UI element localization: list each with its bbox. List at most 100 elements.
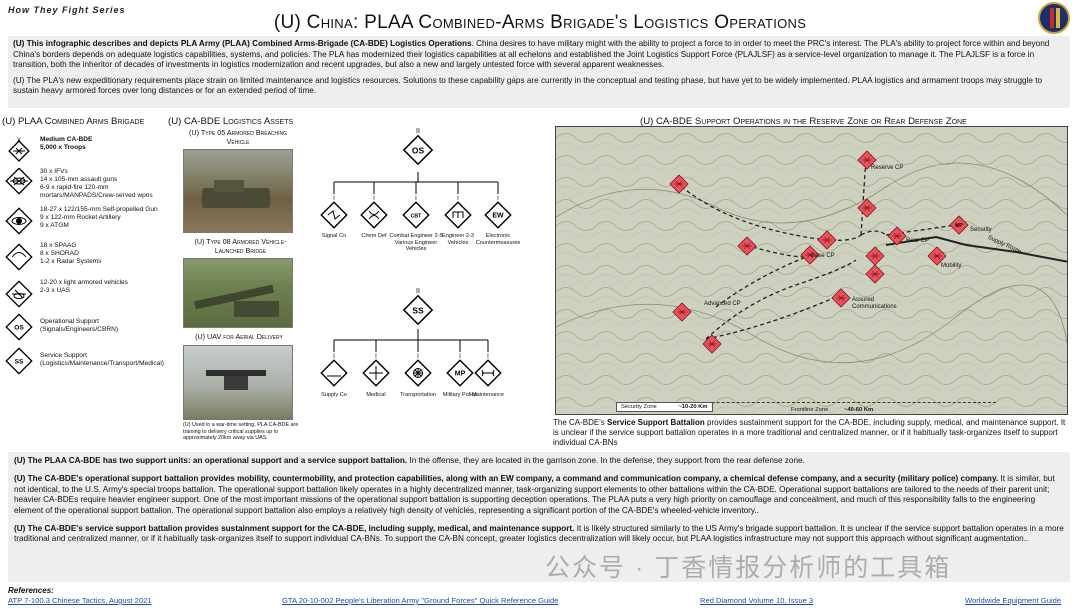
ss-diamond-icon: II SS	[402, 288, 434, 326]
reference-link[interactable]: ATP 7-100.3 Chinese Tactics, August 2021	[8, 596, 152, 605]
map-unit-marker-icon	[702, 334, 722, 354]
security-zone-legend: Security Zone ~10-20 Km	[616, 402, 713, 412]
map-label: Advanced CP	[704, 301, 741, 307]
map-label: Mobility	[941, 263, 962, 269]
unit-line: Service Support	[40, 352, 87, 359]
map-unit-marker-icon	[800, 245, 820, 265]
intro-p2: (U) The PLA's new expeditionary requirem…	[13, 75, 1043, 96]
svg-text:I: I	[375, 354, 377, 360]
unit-line: mortars/MANPADS/Crew-served wpns	[40, 192, 153, 199]
svg-text:MP: MP	[955, 223, 963, 229]
references-label: References:	[8, 586, 54, 595]
page-title: (U) China: PLAA Combined-Arms Brigade's …	[273, 12, 807, 33]
org-chart-lines	[333, 172, 499, 352]
reference-link[interactable]: Red Diamond Volume 10, Issue 3	[700, 596, 814, 605]
artillery-icon	[5, 207, 33, 235]
intro-panel: (U) This infographic describes and depic…	[8, 36, 1070, 108]
unit-line: (Logistics/Maintenance/Transport/Medical…	[40, 360, 164, 367]
frontline-zone-legend: Frontline Zone ~40-60 Km	[791, 407, 874, 413]
map-unit-marker-icon	[672, 302, 692, 322]
intro-p1-bold: (U) This infographic describes and depic…	[13, 39, 472, 48]
org-node-label: Supply Co	[321, 392, 347, 398]
unit-line: 30 x IFVs	[40, 168, 68, 175]
org-node-label: Chem Def	[361, 233, 387, 239]
summary-panel: (U) The PLAA CA-BDE has two support unit…	[8, 452, 1070, 582]
chem-def-icon: I	[360, 196, 388, 229]
map-caption: The CA-BDE's Service Support Battalion p…	[553, 418, 1066, 447]
maintenance-icon: I	[474, 354, 502, 387]
unit-line: 18-27 x 122/155-mm Self-propelled Gun	[40, 206, 158, 213]
unit-line: 2-3 x UAS	[40, 287, 71, 294]
reference-link[interactable]: GTA 20-10-002 People's Liberation Army "…	[282, 596, 559, 605]
unit-emblem-icon	[1038, 2, 1070, 34]
map-label: Security	[970, 227, 992, 233]
svg-text:I: I	[497, 196, 499, 202]
svg-text:SS: SS	[412, 306, 424, 316]
map-label: Base CP	[811, 253, 835, 259]
os-icon: OS	[5, 313, 33, 341]
ew-icon: I EW	[484, 196, 512, 229]
map-unit-marker-icon	[927, 246, 947, 266]
unit-line: 18 x SPAAG	[40, 242, 77, 249]
summary-p3-text: It is likely structured similarly to the…	[14, 524, 1064, 544]
map-unit-marker-icon	[887, 226, 907, 246]
os-diamond-icon: II OS	[402, 128, 434, 166]
unit-line: 9 x 122-mm Rocket Artillery	[40, 214, 121, 221]
svg-text:EW: EW	[492, 213, 504, 220]
unit-line: 5,000 x Troops	[40, 144, 86, 151]
signal-icon: I	[320, 196, 348, 229]
reference-link[interactable]: Worldwide Equipment Guide	[965, 596, 1062, 605]
map-label: Rear CP	[906, 238, 930, 244]
unit-line: Operational Support	[40, 318, 100, 325]
svg-text:I: I	[417, 354, 419, 360]
svg-text:I: I	[415, 196, 417, 202]
map-label: Reserve CP	[871, 165, 904, 171]
unit-line: 14 x 105-mm assault guns	[40, 176, 118, 183]
svg-text:II: II	[416, 288, 420, 295]
svg-text:II: II	[416, 128, 420, 135]
medical-icon: I	[362, 354, 390, 387]
map-unit-marker-icon	[817, 230, 837, 250]
unit-line: Medium CA-BDE	[40, 136, 93, 143]
unit-line: 6-9 x rapid-fire 120-mm	[40, 184, 109, 191]
summary-p2-text: It is similar, but not identical, to the…	[14, 474, 1055, 515]
map-unit-marker-icon	[865, 246, 885, 266]
photo-caption: (U) Type 08 Armored Vehicle-Launched Bri…	[194, 237, 287, 255]
terrain-contours	[556, 127, 1067, 414]
unit-line: 9 x ATGM	[40, 222, 69, 229]
unit-line: 8 x SHORAD	[40, 250, 79, 257]
svg-text:I: I	[333, 354, 335, 360]
org-node-label: Maintenance	[471, 392, 505, 398]
svg-text:CBT: CBT	[411, 214, 422, 220]
light-armor-icon	[5, 280, 33, 308]
summary-p1-bold: (U) The PLAA CA-BDE has two support unit…	[14, 456, 408, 465]
map-unit-marker-icon	[865, 264, 885, 284]
svg-text:I: I	[459, 354, 461, 360]
summary-p3-bold: (U) The CA-BDE's service support battali…	[14, 524, 575, 534]
summary-p1-text: In the offense, they are located in the …	[407, 456, 805, 465]
photo-caption: (U) Type 05 Armored Breaching Vehicle	[188, 128, 288, 146]
svg-text:I: I	[373, 196, 375, 202]
medium-brigade-icon: X	[8, 138, 30, 162]
org-node-label: Signal Co	[321, 233, 347, 239]
engineer-icon: I	[444, 196, 472, 229]
unit-line: 1-2 x Radar Systems	[40, 258, 102, 265]
svg-text:OS: OS	[412, 146, 425, 156]
svg-text:MP: MP	[455, 371, 466, 378]
series-label: How They Fight Series	[8, 5, 126, 15]
map-unit-marker-icon	[737, 236, 757, 256]
unit-row: OS Operational Support(Signals/Engineers…	[4, 312, 118, 342]
org-node-label: Combat Engineer 2-5 Various Engineer Veh…	[389, 233, 443, 253]
ss-icon: SS	[5, 347, 33, 375]
org-node-label: Engineer 2-3 Vehicles	[441, 233, 475, 246]
svg-text:OS: OS	[14, 325, 24, 332]
photo-caption: (U) UAV for Aerial Delivery	[195, 332, 283, 341]
uav-note: (U) Used in a war-time setting, PLA CA-B…	[183, 422, 299, 442]
breaching-vehicle-photo	[183, 149, 293, 233]
